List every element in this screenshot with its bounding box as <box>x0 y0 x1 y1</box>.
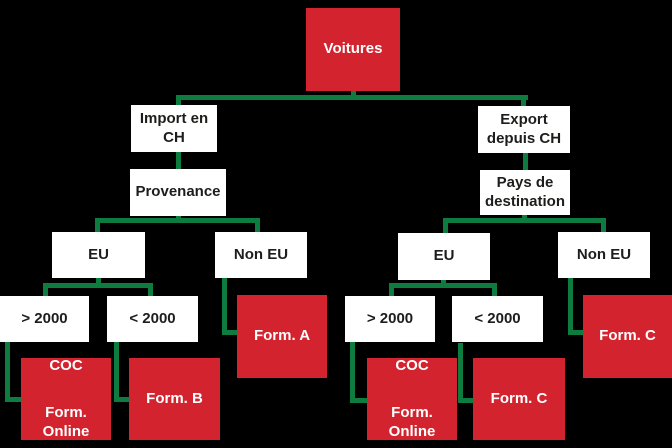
connector-noneu-import-vert <box>222 278 227 335</box>
connector-gt2000-import-vert <box>5 342 10 402</box>
connector-to-lt2000-import <box>148 283 153 297</box>
connector-destination-bar <box>443 218 606 223</box>
connector-to-form-c-top <box>568 330 583 335</box>
connector-level1-bar <box>176 95 528 100</box>
connector-to-form-c-bottom <box>458 398 475 403</box>
connector-to-import <box>176 95 181 107</box>
connector-to-eu-export <box>443 218 448 234</box>
node-gt2000-export: > 2000 <box>345 296 435 342</box>
coc-export-subtitle: Form. Online <box>388 404 436 440</box>
node-non-eu-import: Non EU <box>215 232 307 278</box>
node-form-c-lt2000: Form. C <box>473 358 565 440</box>
node-non-eu-export: Non EU <box>558 232 650 278</box>
connector-import-to-provenance <box>176 152 181 170</box>
node-gt2000-import: > 2000 <box>0 296 89 342</box>
node-coc-form-online-export: COC Form. Online <box>367 357 457 440</box>
connector-provenance-bar <box>95 218 260 223</box>
node-eu-import: EU <box>52 232 145 278</box>
node-lt2000-import: < 2000 <box>107 296 198 342</box>
coc-export-text: COC Form. Online <box>389 338 436 448</box>
node-form-c-non-eu: Form. C <box>583 295 672 378</box>
node-form-b: Form. B <box>129 358 220 440</box>
coc-export-title: COC <box>395 356 429 374</box>
node-coc-form-online-import: COC Form. Online <box>21 357 111 440</box>
connector-eu-import-stub <box>96 278 101 285</box>
node-eu-export: EU <box>398 233 490 280</box>
connector-to-gt2000-export <box>389 283 394 297</box>
connector-to-coc-import <box>5 397 21 402</box>
node-lt2000-export: < 2000 <box>452 296 543 342</box>
coc-import-title: COC <box>49 356 83 374</box>
connector-to-eu-import <box>95 218 100 233</box>
node-export-depuis-ch: Export depuis CH <box>478 106 570 153</box>
connector-eu-export-bar <box>389 283 497 288</box>
connector-to-gt2000-import <box>43 283 48 297</box>
connector-lt2000-export-vert <box>458 343 463 403</box>
connector-to-export <box>521 95 526 108</box>
coc-import-subtitle: Form. Online <box>42 404 90 440</box>
connector-eu-import-bar <box>43 283 153 288</box>
coc-import-text: COC Form. Online <box>43 338 90 448</box>
node-import-en-ch: Import en CH <box>131 105 217 152</box>
connector-destination-stub <box>522 213 527 220</box>
connector-to-form-b <box>114 397 129 402</box>
connector-to-coc-export <box>350 398 367 403</box>
connector-gt2000-export-vert <box>350 342 355 403</box>
connector-root-stub <box>351 91 356 98</box>
connector-export-to-destination <box>523 153 528 171</box>
connector-to-form-a <box>222 330 237 335</box>
connector-noneu-export-vert <box>568 278 573 335</box>
connector-to-noneu-import <box>255 218 260 233</box>
node-pays-de-destination: Pays de destination <box>480 170 570 215</box>
connector-eu-export-stub <box>441 280 446 285</box>
connector-to-noneu-export <box>601 218 606 233</box>
connector-to-lt2000-export <box>492 283 497 297</box>
node-voitures: Voitures <box>306 8 400 91</box>
node-provenance: Provenance <box>130 169 226 216</box>
connector-lt2000-import-vert <box>114 342 119 402</box>
node-form-a: Form. A <box>237 295 327 378</box>
